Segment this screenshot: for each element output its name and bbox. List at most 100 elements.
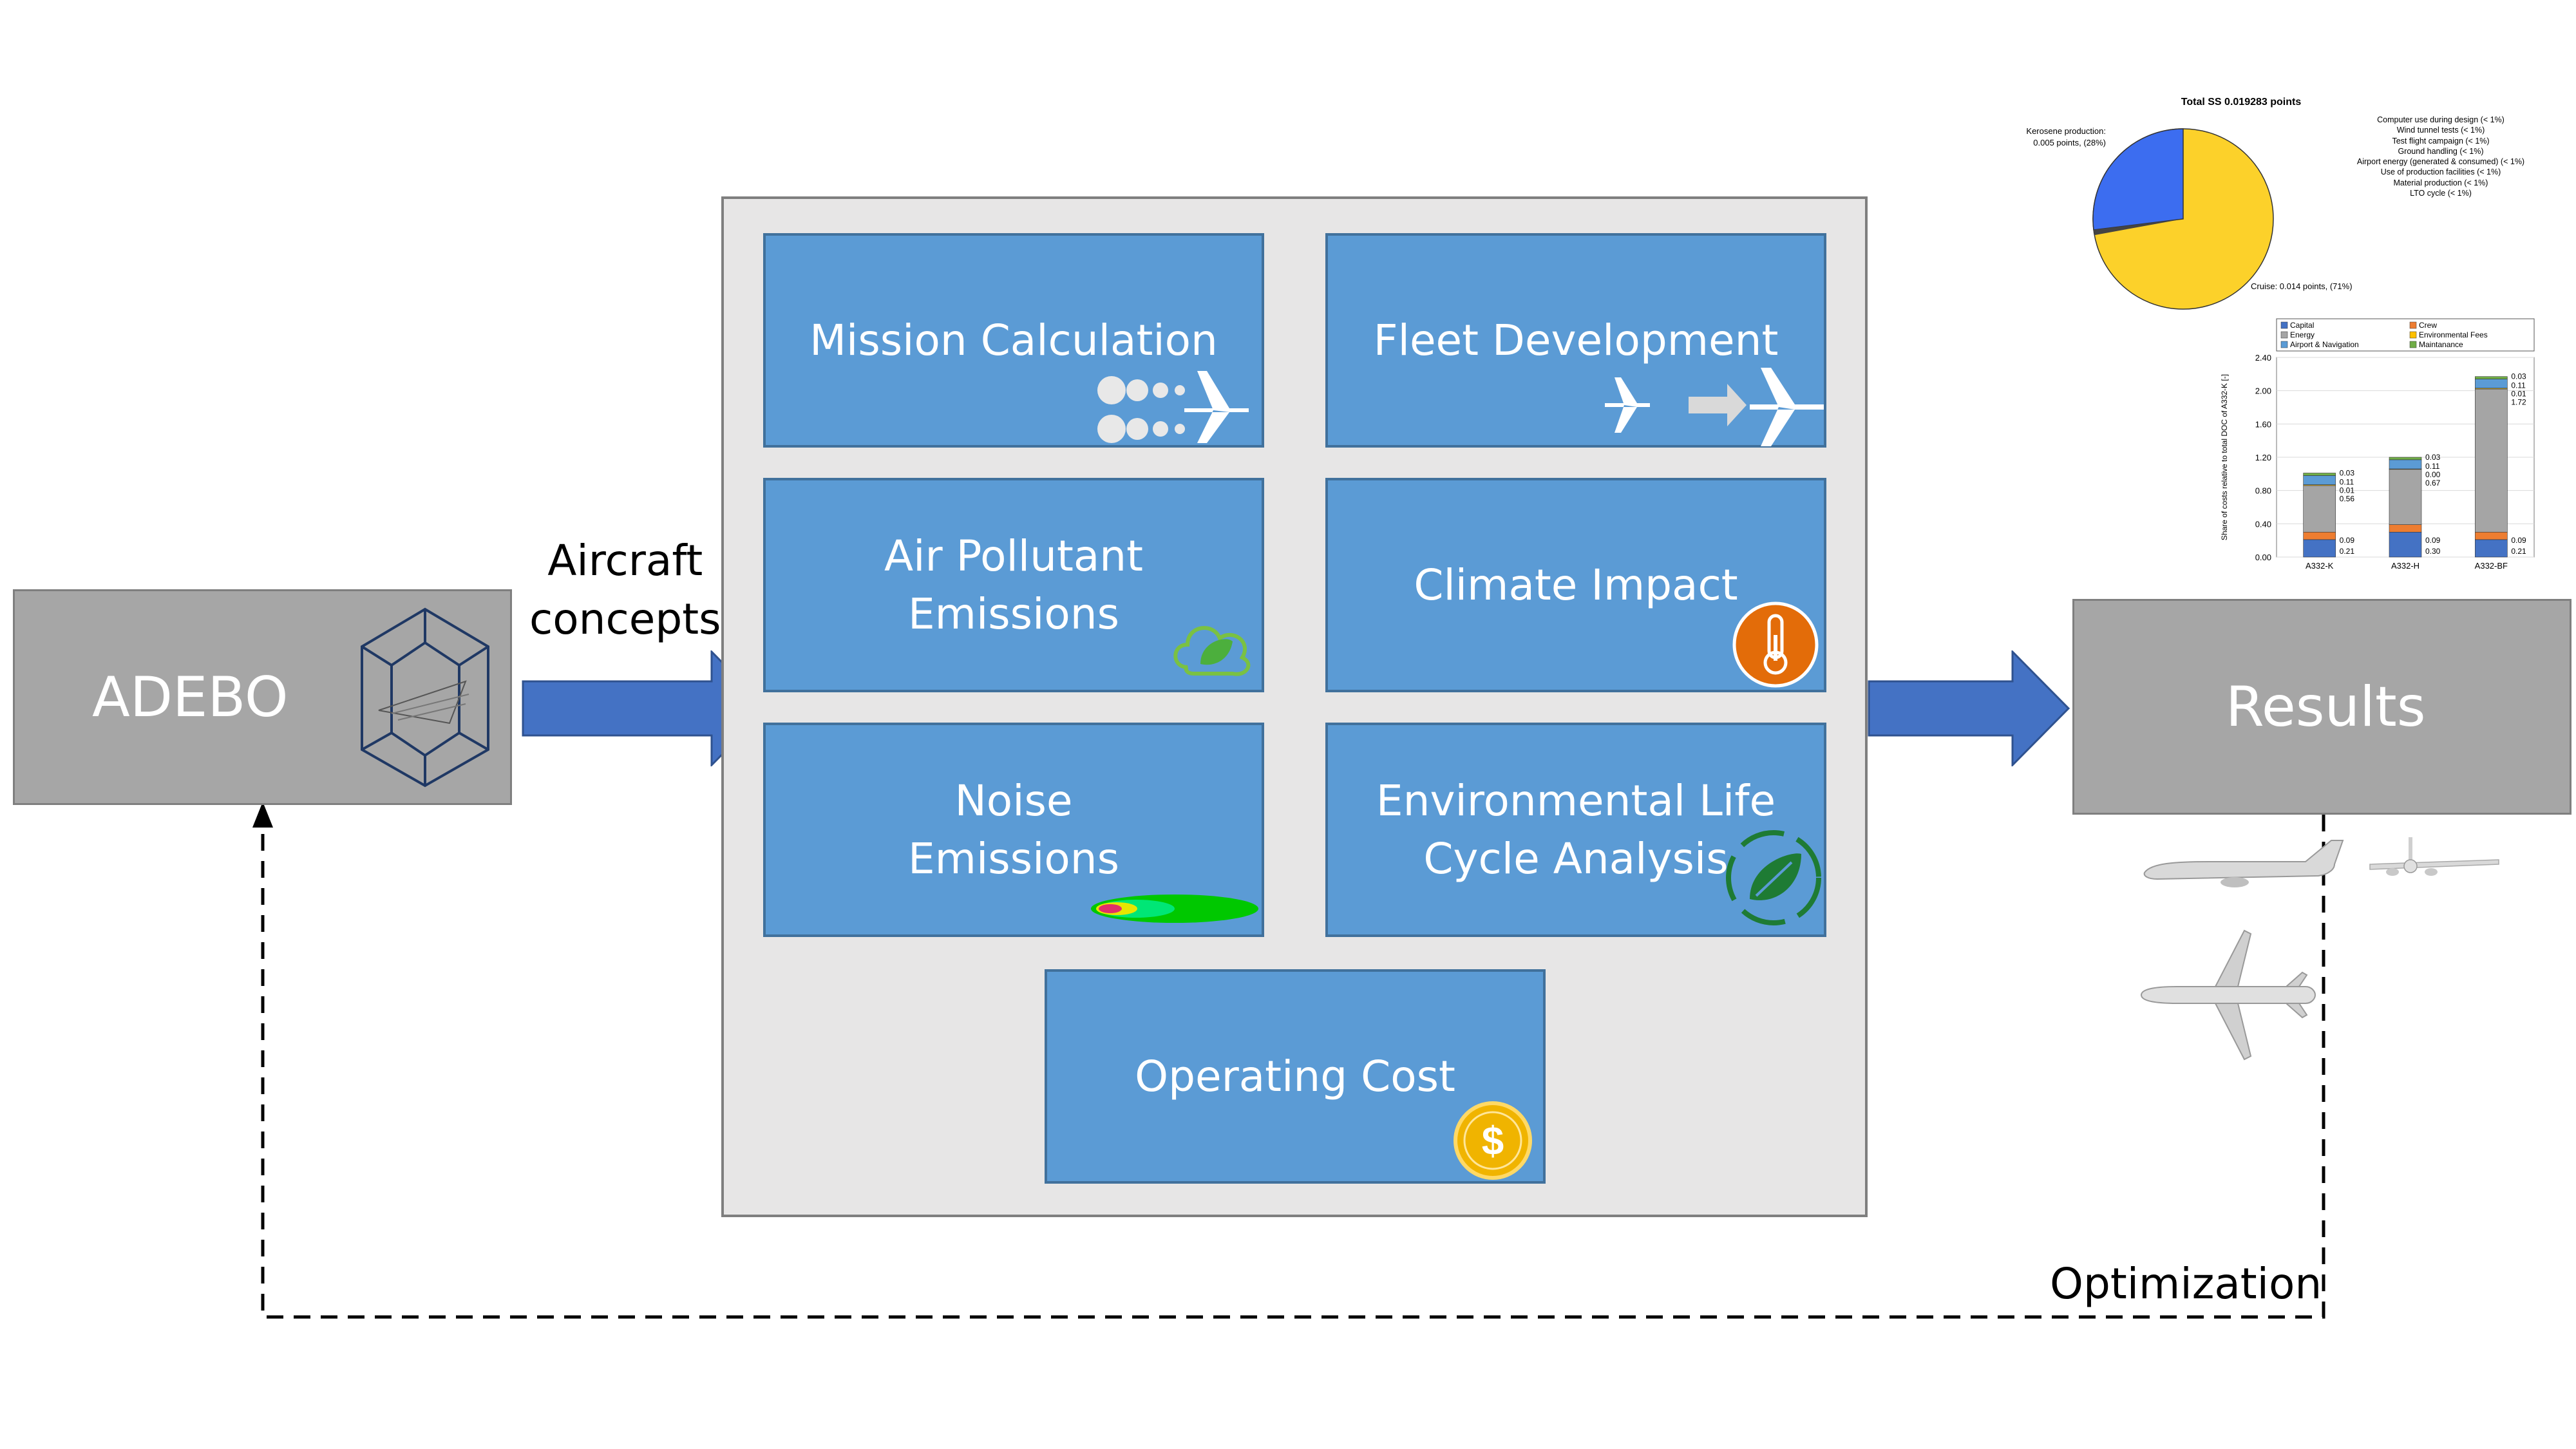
legend-swatch [2409,321,2417,329]
bar-segment [2389,524,2422,533]
legend-label: Capital [2290,321,2314,330]
bar-value-label: 0.09 [2340,536,2355,545]
bar-value-label: 1.72 [2511,398,2526,407]
bar-value-label: 0.00 [2425,470,2441,479]
bar-value-label: 0.11 [2511,381,2526,390]
legend-swatch [2409,341,2417,348]
pie-small-item: Airport energy (generated & consumed) (<… [2356,157,2525,166]
pie-left-label: Kerosene production: 0.005 points, (28%) [2000,126,2106,148]
bar-value-label: 0.09 [2425,536,2441,545]
climate-impact-module[interactable]: Climate Impact [1325,478,1826,692]
bar-value-label: 0.56 [2340,495,2355,504]
bar-segment [2475,376,2508,379]
bar-value-label: 0.09 [2511,536,2526,545]
bar-value-label: 0.21 [2511,547,2526,556]
output-arrow [1868,650,2070,766]
pie-title: Total SS 0.019283 points [2181,97,2302,108]
recycle-leaf-icon [1726,830,1821,925]
legend-swatch [2280,341,2288,348]
legend-label: Environmental Fees [2419,330,2488,339]
pie-small-item: Use of production facilities (< 1%) [2380,167,2501,177]
bar-segment [2475,539,2508,558]
y-tick-label: 0.80 [2255,486,2271,496]
pie-slice-kerosene [2092,128,2184,231]
pie-small-items: Computer use during design (< 1%) Wind t… [2306,115,2576,198]
bar-value-label: 0.30 [2425,547,2441,556]
aircraft-front-view-icon [2369,837,2499,876]
input-arrow-label: Aircraft concepts [529,536,721,645]
pie-small-item: Ground handling (< 1%) [2398,146,2484,156]
pie-svg [2092,128,2274,310]
bar-segment [2475,531,2508,540]
bar-value-label: 0.01 [2340,486,2355,495]
operating-cost-label: Operating Cost [1135,1051,1455,1101]
bar-value-label: 0.03 [2511,372,2526,381]
bar-segment [2389,468,2422,525]
optimization-label: Optimization [2050,1259,2322,1309]
legend-swatch [2280,331,2288,339]
x-tick-label: A332-H [2391,561,2420,571]
noise-emissions-module[interactable]: Noise Emissions [763,723,1264,937]
results-box[interactable]: Results [2072,599,2571,815]
fleet-development-module[interactable]: Fleet Development [1325,233,1826,448]
results-label: Results [2226,675,2426,739]
pie-small-item: LTO cycle (< 1%) [2410,188,2472,198]
dollar-coin-icon: $ [1454,1101,1532,1180]
bar-value-label: 0.21 [2340,547,2355,556]
airplane-contrail-icon [1097,371,1249,443]
mission-calculation-label: Mission Calculation [810,315,1218,365]
y-axis-label: Share of costs relative to total DOC of … [2220,374,2229,540]
y-tick-label: 2.00 [2255,386,2271,396]
bar-value-label: 0.11 [2340,478,2354,487]
bar-segment [2389,457,2422,460]
y-tick-label: 1.20 [2255,453,2271,462]
fleet-development-label: Fleet Development [1373,315,1779,365]
aircraft-views-image [2140,837,2499,1061]
legend-swatch [2280,321,2288,329]
pie-small-item: Test flight campaign (< 1%) [2392,136,2490,146]
pie-slice-small [2094,219,2183,235]
green-cloud-leaf-icon [1173,626,1251,676]
thermometer-icon [1732,601,1819,688]
legend-label: Airport & Navigation [2290,340,2359,349]
svg-text:$: $ [1482,1119,1504,1164]
lca-pie-chart: Total SS 0.019283 points Kerosene produc… [2000,97,2576,319]
bar-segment [2475,388,2508,533]
legend-swatch [2409,331,2417,339]
legend-label: Maintanance [2419,340,2463,349]
operating-cost-module[interactable]: Operating Cost $ [1045,969,1546,1184]
pie-small-item: Computer use during design (< 1%) [2377,115,2505,124]
air-pollutant-emissions-module[interactable]: Air Pollutant Emissions [763,478,1264,692]
legend-label: Crew [2419,321,2437,330]
y-tick-label: 0.00 [2255,553,2271,562]
environmental-lca-label: Environmental Life Cycle Analysis [1376,776,1776,884]
bar-segment [2475,379,2508,389]
bar-segment [2389,459,2422,469]
bar-segment [2303,475,2336,485]
mission-calculation-module[interactable]: Mission Calculation [763,233,1264,448]
bar-value-label: 0.11 [2425,462,2440,471]
x-tick-label: A332-BF [2475,561,2508,571]
bar-segment [2303,485,2336,533]
y-tick-label: 2.40 [2255,353,2271,363]
fleet-growth-icon [1605,368,1824,446]
aircraft-side-view-icon [2143,840,2344,887]
bar-segment [2389,531,2422,558]
bar-value-label: 0.03 [2425,453,2441,462]
noise-contour-icon [1091,895,1258,923]
pie-bottom-label: Cruise: 0.014 points, (71%) [2251,281,2353,291]
pie-left-label-line2: 0.005 points, (28%) [2033,137,2106,147]
pie-small-item: Wind tunnel tests (< 1%) [2396,126,2485,135]
climate-impact-label: Climate Impact [1414,560,1738,610]
pie-small-item: Material production (< 1%) [2393,178,2488,187]
bar-segment [2303,531,2336,540]
wireframe-cube-icon [361,607,489,788]
y-tick-label: 1.60 [2255,419,2271,429]
bar-value-label: 0.01 [2511,390,2526,399]
noise-emissions-label: Noise Emissions [907,776,1120,884]
environmental-lca-module[interactable]: Environmental Life Cycle Analysis [1325,723,1826,937]
adebo-box[interactable]: ADEBO [13,589,512,805]
x-tick-label: A332-K [2306,561,2334,571]
